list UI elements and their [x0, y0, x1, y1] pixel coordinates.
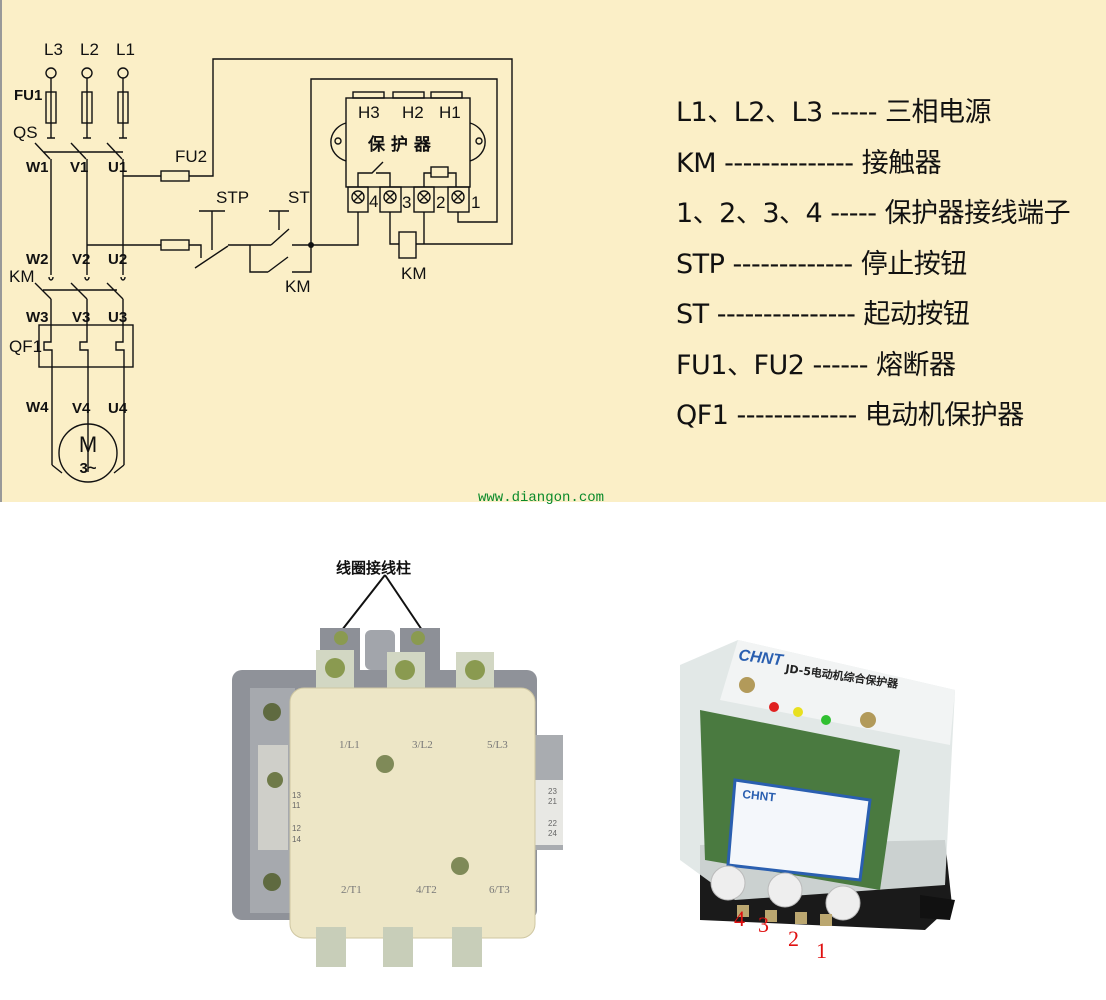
qf1-breaker: [38, 324, 134, 472]
watermark-url: www.diangon.com: [478, 490, 605, 506]
qs-switch: [34, 142, 123, 160]
label-u2: U2: [108, 251, 127, 268]
label-st: ST: [288, 188, 310, 207]
legend-item: QF1 ------------- 电动机保护器: [676, 400, 1024, 431]
label-v4: V4: [72, 400, 91, 417]
label-km-main: KM: [9, 267, 35, 286]
protector-photo: [680, 640, 955, 930]
contactor-label-2t1: 2/T1: [341, 884, 362, 896]
contactor-terminal-labels: 1/L1 3/L2 5/L3 2/T1 4/T2 6/T3: [339, 739, 510, 896]
label-w3: W3: [26, 309, 49, 326]
aux-12: 12: [292, 824, 301, 833]
photo-terminal-4: 4: [734, 906, 745, 931]
label-v2: V2: [72, 251, 90, 268]
label-qf1: QF1: [9, 337, 42, 356]
label-km-hold: KM: [285, 277, 311, 296]
terminal-2: 2: [436, 193, 445, 212]
aux-11: 11: [292, 801, 301, 810]
supply-terminals: [45, 67, 129, 139]
aux-24: 24: [548, 829, 557, 838]
control-wiring: [87, 58, 513, 273]
legend-item: ST --------------- 起动按钮: [676, 299, 970, 330]
label-l3: L3: [44, 40, 63, 59]
label-w2: W2: [26, 251, 49, 268]
terminal-1: 1: [471, 193, 480, 212]
legend-item: 1、2、3、4 ----- 保护器接线端子: [676, 198, 1071, 229]
protector-block: [330, 91, 486, 213]
label-u4: U4: [108, 400, 128, 417]
label-v3: V3: [72, 309, 90, 326]
contactor-label-1l1: 1/L1: [339, 739, 360, 751]
protector-terminal-numbers: 4 3 2 1: [734, 906, 827, 963]
aux-22: 22: [548, 819, 557, 828]
photo-terminal-2: 2: [788, 926, 799, 951]
label-fu2: FU2: [175, 147, 207, 166]
protector-tab-h2: H2: [402, 103, 424, 122]
contactor-label-5l3: 5/L3: [487, 739, 508, 751]
legend-item: KM -------------- 接触器: [676, 147, 942, 179]
aux-23: 23: [548, 787, 557, 796]
contactor-aux-labels: 13 11 12 14 23 21 22 24: [292, 787, 557, 844]
km-main-contacts: [34, 282, 124, 325]
legend-item: STP ------------- 停止按钮: [676, 248, 967, 280]
photo-terminal-1: 1: [816, 938, 827, 963]
label-qs: QS: [13, 123, 38, 142]
km-contact-hooks: [48, 276, 126, 281]
protector-title: 保 护 器: [367, 134, 432, 155]
protector-tab-h1: H1: [439, 103, 461, 122]
label-km-coil: KM: [401, 264, 427, 283]
label-fu1: FU1: [14, 87, 42, 104]
label-l2: L2: [80, 40, 99, 59]
label-v1: V1: [70, 159, 88, 176]
terminal-4: 4: [369, 192, 378, 211]
motor: M 3~: [51, 423, 125, 483]
contactor-photo: [232, 574, 563, 967]
terminal-3: 3: [402, 193, 411, 212]
protector-brand: CHNT: [738, 647, 785, 669]
legend-item: FU1、FU2 ------ 熔断器: [676, 349, 956, 381]
contactor-label-3l2: 3/L2: [412, 739, 433, 751]
protector-label-brand: CHNT: [742, 787, 777, 804]
legend-item: L1、L2、L3 ----- 三相电源: [676, 97, 992, 128]
legend: L1、L2、L3 ----- 三相电源 KM -------------- 接触…: [676, 94, 1071, 448]
label-u3: U3: [108, 309, 127, 326]
phase-lines-upper: [50, 159, 124, 275]
aux-13: 13: [292, 791, 301, 800]
aux-14: 14: [292, 835, 301, 844]
label-w4: W4: [26, 399, 49, 416]
fu1-fuses: [45, 91, 129, 124]
schematic-panel: [0, 0, 1106, 502]
motor-phase-label: 3~: [79, 460, 96, 477]
photo-terminal-3: 3: [758, 912, 769, 937]
contactor-label-6t3: 6/T3: [489, 884, 510, 896]
motor-label: M: [79, 432, 97, 457]
label-l1: L1: [116, 40, 135, 59]
contactor-label-4t2: 4/T2: [416, 884, 437, 896]
aux-21: 21: [548, 797, 557, 806]
label-w1: W1: [26, 159, 49, 176]
label-stp: STP: [216, 188, 249, 207]
label-u1: U1: [108, 159, 127, 176]
coil-terminal-caption: 线圈接线柱: [336, 559, 412, 577]
protector-tab-h3: H3: [358, 103, 380, 122]
